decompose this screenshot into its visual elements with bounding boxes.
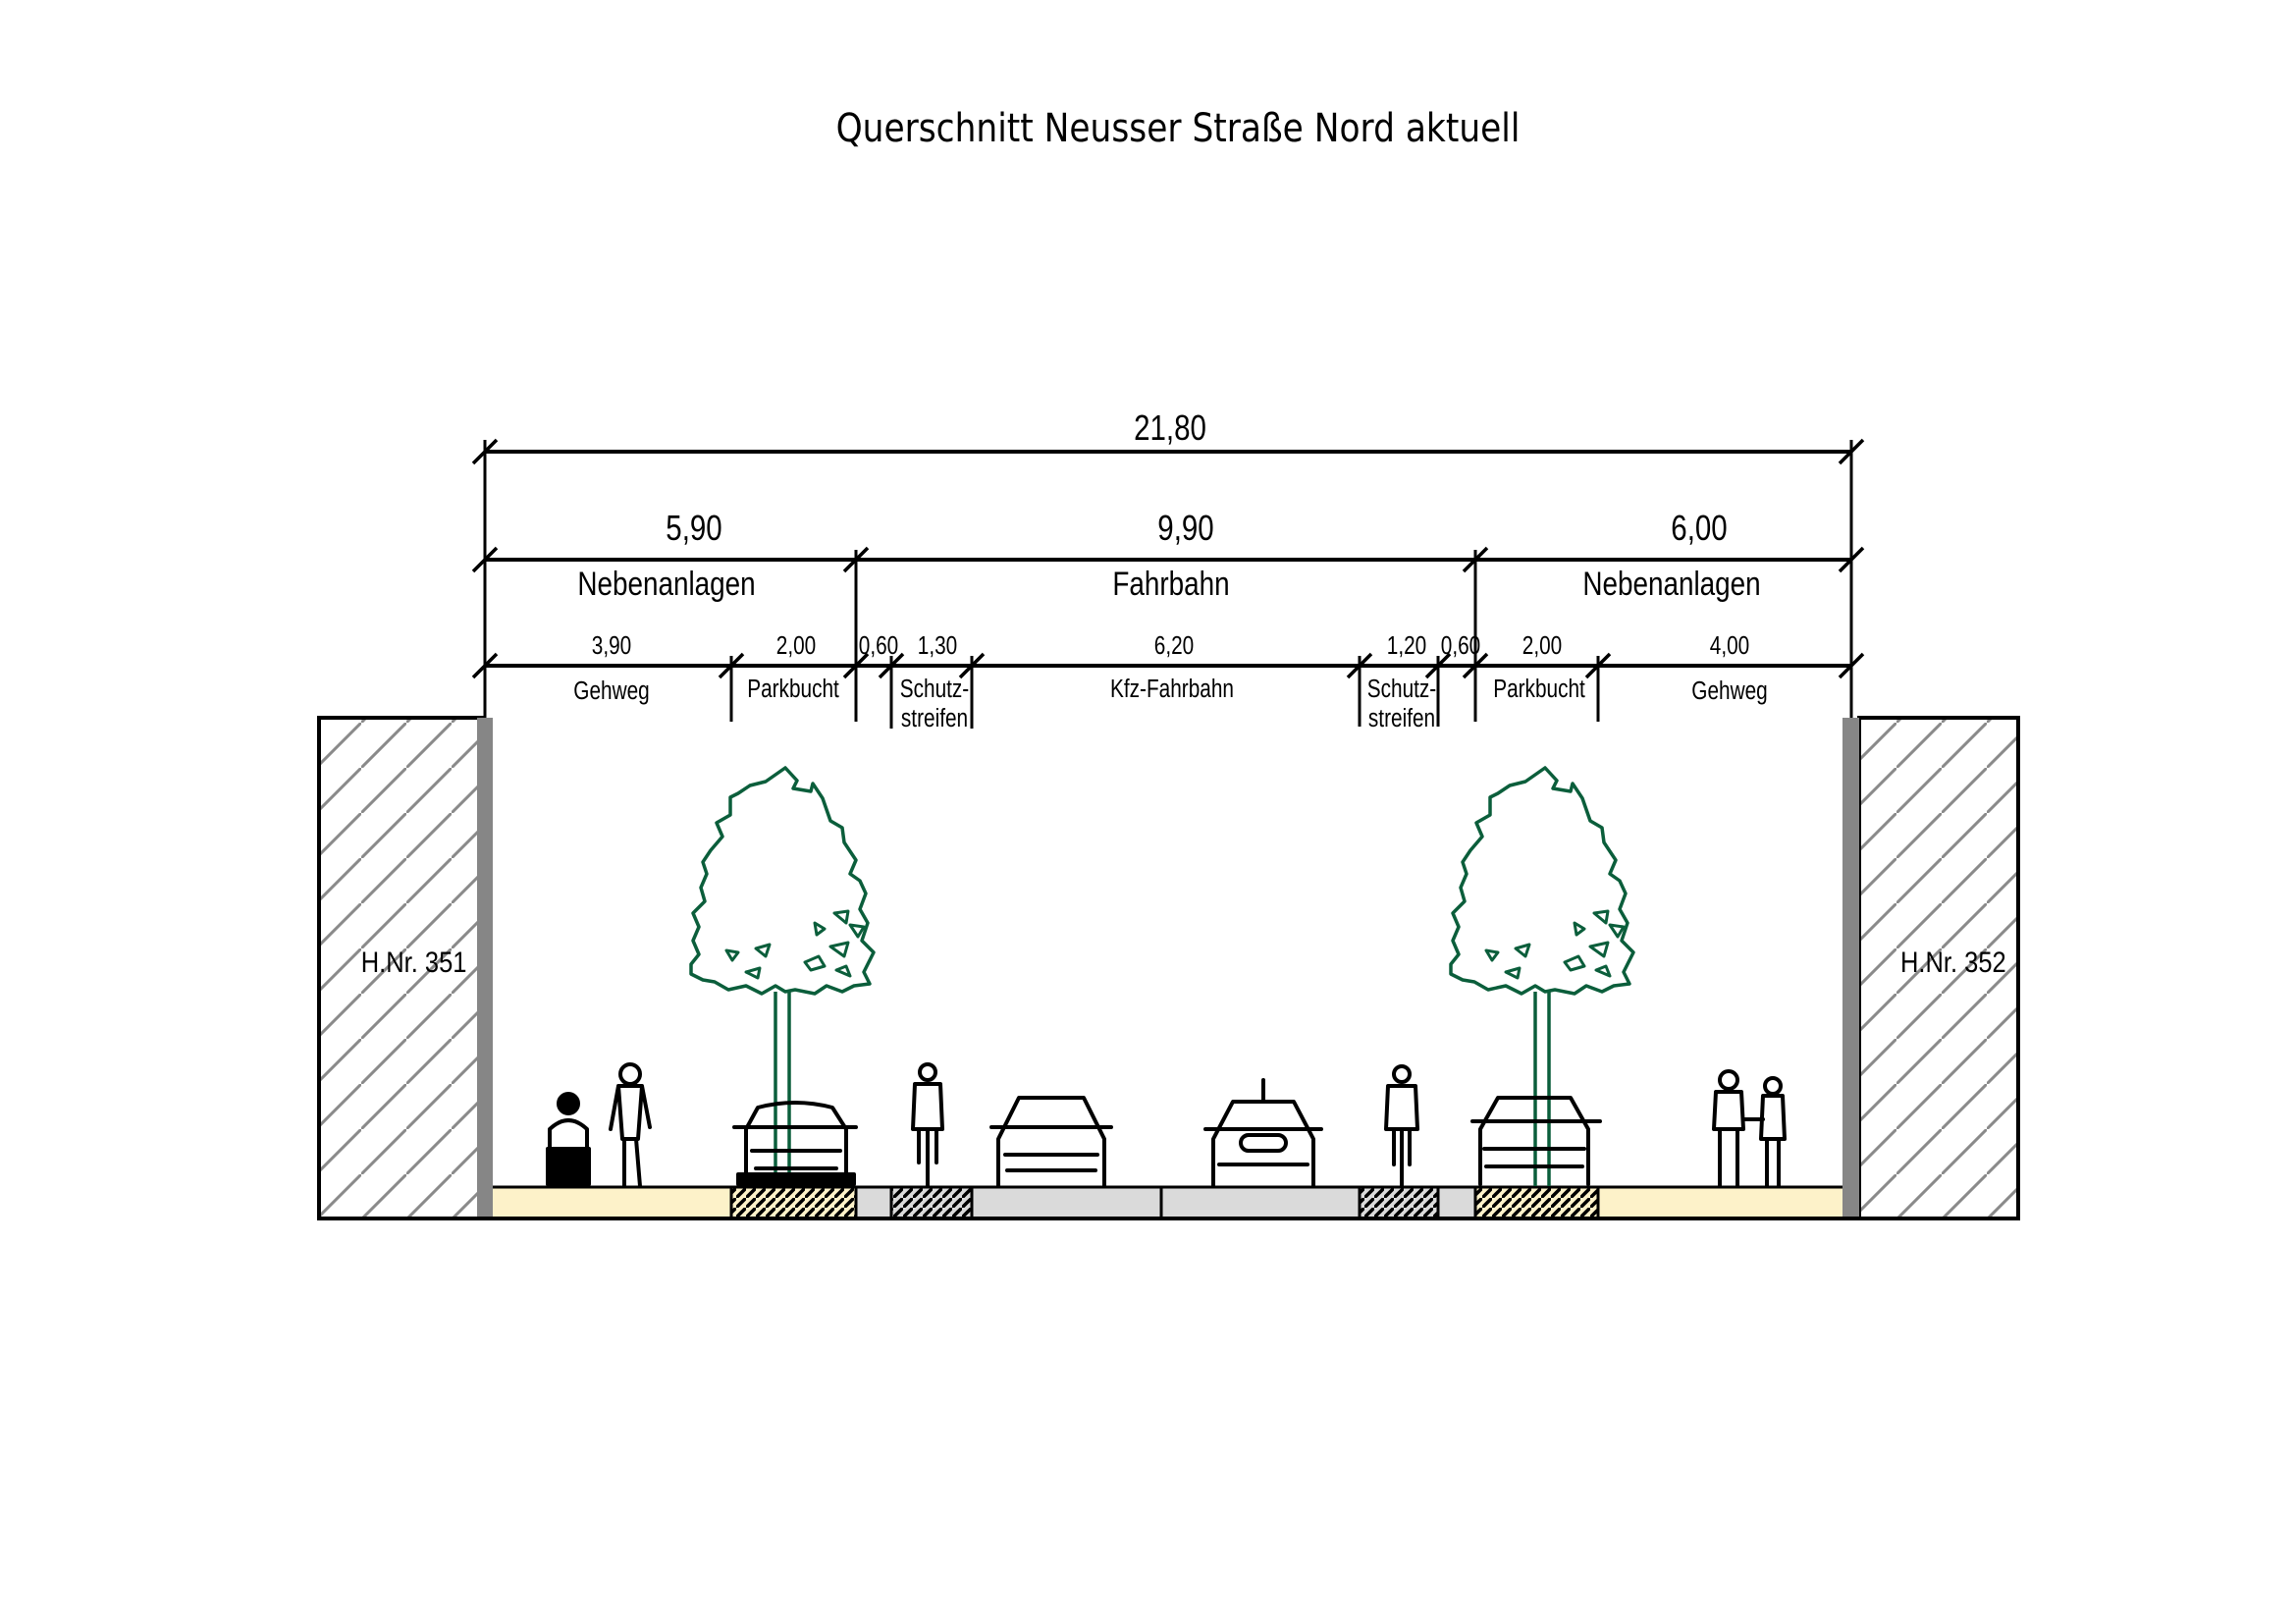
tree-icon	[1449, 766, 1635, 1186]
seg-label-schutz-right: Schutz-	[1367, 675, 1436, 703]
dim-group-middle: 9,90	[1157, 508, 1213, 547]
wheelchair-user-icon	[546, 1092, 591, 1186]
protection-strip-right	[1360, 1187, 1438, 1218]
seg-value-gehweg-right: 4,00	[1710, 631, 1749, 660]
dimension-labels: 21,80 5,90 9,90 6,00 Nebenanlagen Fahrba…	[573, 407, 1767, 731]
seg-label-parkbucht-left: Parkbucht	[747, 675, 839, 703]
sidewalk-right	[1598, 1187, 1842, 1218]
parking-bay-right	[1475, 1187, 1598, 1218]
drawing-title: Querschnitt Neusser Straße Nord aktuell	[835, 106, 1521, 151]
dim-group-left: 5,90	[666, 508, 721, 547]
safety-strip-left	[856, 1187, 891, 1218]
seg-label-schutz-left-2: streifen	[901, 704, 968, 732]
seg-value-safety-left: 0,60	[859, 631, 898, 660]
seg-label-gehweg-right: Gehweg	[1691, 677, 1767, 705]
seg-label-fahrbahn: Kfz-Fahrbahn	[1110, 675, 1234, 703]
cyclist-icon	[911, 1062, 944, 1188]
cyclist-icon	[1384, 1064, 1419, 1188]
seg-value-fahrbahn: 6,20	[1154, 631, 1194, 660]
seg-label-parkbucht-right: Parkbucht	[1493, 675, 1585, 703]
seg-label-schutz-left: Schutz-	[900, 675, 969, 703]
carriageway	[972, 1187, 1360, 1218]
tree-icon	[689, 766, 876, 1186]
dim-group-right: 6,00	[1671, 508, 1727, 547]
parking-bay-left	[731, 1187, 856, 1218]
group-label-middle: Fahrbahn	[1112, 565, 1229, 602]
pedestrian-icon	[609, 1062, 652, 1188]
sidewalk-left	[493, 1187, 731, 1218]
car-front-icon	[732, 1101, 858, 1186]
car-rear-icon	[1470, 1096, 1602, 1186]
building-left: H.Nr. 351	[317, 716, 493, 1220]
seg-value-parkbucht-right: 2,00	[1522, 631, 1562, 660]
seg-value-schutz-left: 1,30	[918, 631, 957, 660]
building-right-label: H.Nr. 352	[1900, 946, 2006, 978]
seg-label-schutz-right-2: streifen	[1368, 704, 1435, 732]
pedestrian-couple-icon	[1712, 1069, 1787, 1188]
seg-label-gehweg-left: Gehweg	[573, 677, 649, 705]
seg-value-schutz-right: 1,20	[1387, 631, 1426, 660]
group-label-right: Nebenanlagen	[1582, 565, 1760, 602]
safety-strip-right	[1438, 1187, 1475, 1218]
dim-total: 21,80	[1134, 407, 1206, 447]
group-label-left: Nebenanlagen	[577, 565, 755, 602]
seg-value-parkbucht-left: 2,00	[776, 631, 816, 660]
ground-strip	[317, 1185, 2020, 1220]
protection-strip-left	[891, 1187, 972, 1218]
building-left-label: H.Nr. 351	[361, 946, 467, 978]
seg-value-gehweg-left: 3,90	[592, 631, 631, 660]
seg-value-safety-right: 0,60	[1441, 631, 1480, 660]
building-right: H.Nr. 352	[1842, 716, 2020, 1220]
dimension-lines	[471, 438, 1865, 729]
car-front-icon	[989, 1096, 1113, 1188]
car-rear-icon	[1203, 1078, 1323, 1188]
